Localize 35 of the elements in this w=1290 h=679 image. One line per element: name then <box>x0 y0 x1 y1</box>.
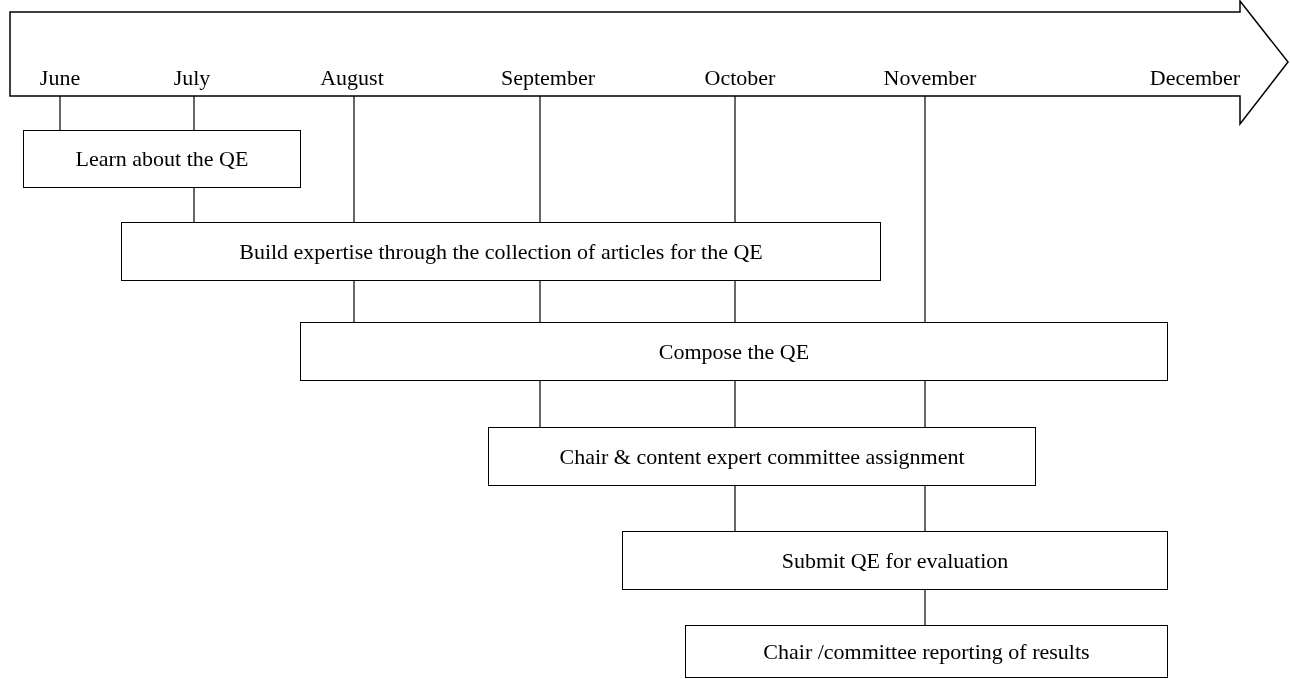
connector-line <box>924 380 926 428</box>
month-label: June <box>39 66 81 90</box>
task-label: Chair & content expert committee assignment <box>559 443 965 470</box>
month-label: November <box>883 66 977 90</box>
connector-line <box>353 95 355 223</box>
task-box <box>685 625 1168 678</box>
month-label: July <box>173 66 211 90</box>
connector-line <box>539 380 541 428</box>
month-label: September <box>500 66 596 90</box>
task-box <box>622 531 1168 590</box>
connector-line <box>734 280 736 323</box>
task-label: Build expertise through the collection of articles for the QE <box>239 238 763 265</box>
month-label: October <box>704 66 776 90</box>
connector-line <box>539 280 541 323</box>
connector-line <box>734 380 736 428</box>
task-label: Compose the QE <box>658 338 810 365</box>
connector-line <box>59 95 61 131</box>
connector-line <box>353 280 355 323</box>
task-box <box>121 222 881 281</box>
connector-line <box>193 187 195 223</box>
connector-line <box>924 589 926 626</box>
month-label: December <box>1149 66 1241 90</box>
connector-line <box>193 95 195 131</box>
connector-line <box>924 485 926 532</box>
connector-line <box>734 485 736 532</box>
task-label: Learn about the QE <box>75 146 249 172</box>
connector-line <box>924 95 926 323</box>
task-box <box>488 427 1036 486</box>
task-box <box>300 322 1168 381</box>
task-box <box>23 130 301 188</box>
task-label: Chair /committee reporting of results <box>763 638 1090 665</box>
task-label: Submit QE for evaluation <box>781 547 1009 574</box>
connector-line <box>539 95 541 223</box>
connector-line <box>734 95 736 223</box>
month-label: August <box>320 66 384 90</box>
